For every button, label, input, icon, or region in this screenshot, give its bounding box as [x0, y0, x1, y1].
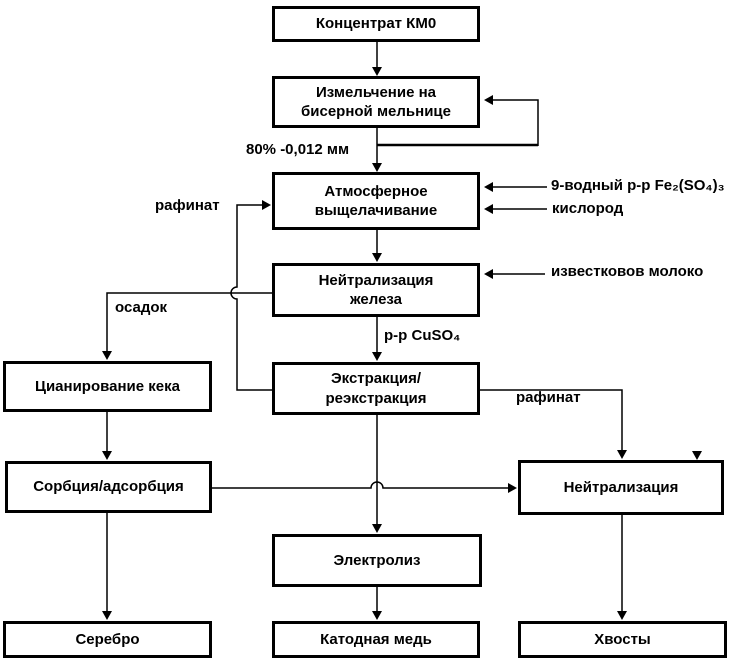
node-bead-mill-grinding: Измельчение на бисерной мельнице	[272, 76, 480, 128]
connector-sorption-neutralization	[212, 481, 517, 493]
connector-neutralization-tailings	[617, 515, 627, 620]
connector-sorption-silver	[102, 513, 112, 620]
connector-raffinate-neutralization	[480, 389, 627, 459]
label-raffinate-right: рафинат	[516, 389, 581, 406]
node-cake-cyanidation: Цианирование кека	[3, 361, 212, 412]
connector-recycle-to-grinding	[377, 95, 539, 147]
connector-ironneut-extraction	[372, 317, 382, 361]
node-sorption-adsorption: Сорбция/адсорбция	[5, 461, 212, 513]
connector-extraction-electrolysis	[372, 415, 382, 533]
connector-oxygen-input	[484, 204, 547, 214]
node-neutralization: Нейтрализация	[518, 460, 724, 515]
label-cuso4-solution: р-р CuSO₄	[384, 327, 461, 344]
label-oxygen: кислород	[552, 200, 624, 217]
connector-leaching-ironneut	[372, 230, 382, 262]
node-concentrate: Концентрат КМ0	[272, 6, 480, 42]
connector-lime-milk-input	[484, 269, 545, 279]
node-tailings: Хвосты	[518, 621, 727, 658]
connector-grinding-leaching	[372, 128, 382, 172]
connector-raffinate-recycle	[230, 200, 272, 391]
connector-ferric-sulfate-input	[484, 182, 547, 192]
node-electrolysis: Электролиз	[272, 534, 482, 587]
node-iron-neutralization: Нейтрализация железа	[272, 263, 480, 317]
label-particle-size: 80% -0,012 мм	[246, 141, 350, 158]
connector-sediment-cyanidation	[102, 292, 272, 360]
node-extraction-reextraction: Экстракция/ реэкстракция	[272, 362, 480, 415]
connector-concentrate-grinding	[372, 42, 382, 76]
label-sediment: осадок	[115, 299, 168, 316]
node-atmospheric-leaching: Атмосферное выщелачивание	[272, 172, 480, 230]
node-cathode-copper: Катодная медь	[272, 621, 480, 658]
connector-cyanidation-sorption	[102, 412, 112, 460]
connector-electrolysis-copper	[372, 587, 382, 620]
node-silver: Серебро	[3, 621, 212, 658]
arrowhead-into-neutralization	[692, 451, 702, 460]
label-raffinate-left: рафинат	[155, 197, 220, 214]
label-lime-milk: известковов молоко	[551, 263, 704, 280]
label-ferric-sulfate: 9-водный р-р Fe₂(SO₄)₃	[551, 177, 725, 194]
